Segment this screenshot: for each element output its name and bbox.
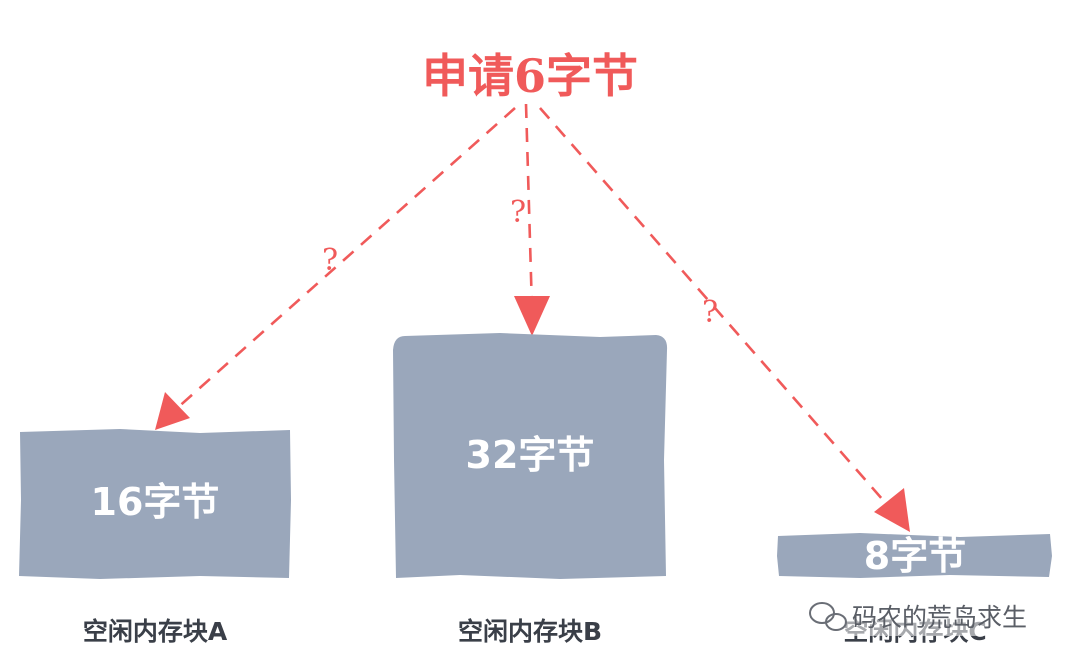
arrow-to-block-b [514, 103, 550, 336]
block-b-shape [393, 333, 668, 579]
question-mark-b: ? [510, 195, 526, 230]
arrowhead-a [155, 392, 190, 430]
wechat-icon [809, 602, 847, 631]
memory-block-c: 8字节 [777, 533, 1052, 578]
question-mark-c: ? [702, 295, 718, 330]
block-a-shape [19, 429, 291, 579]
block-a-caption: 空闲内存块A [83, 617, 228, 646]
memory-block-a: 16字节 [19, 429, 291, 579]
arrow-to-block-a [155, 107, 516, 430]
arrowhead-b [514, 296, 550, 336]
block-c-size-label: 8字节 [864, 534, 966, 578]
watermark-text: 码农的荒岛求生 [852, 603, 1027, 632]
block-b-caption: 空闲内存块B [458, 617, 602, 646]
block-a-size-label: 16字节 [91, 480, 220, 524]
request-title: 申请6字节 [422, 49, 638, 103]
memory-block-b: 32字节 [393, 333, 668, 579]
block-b-size-label: 32字节 [466, 433, 595, 477]
arrowhead-c [874, 488, 910, 532]
arrow-to-block-c [539, 107, 910, 532]
watermark: 码农的荒岛求生 [800, 596, 1040, 636]
block-c-shape [777, 533, 1052, 578]
question-mark-a: ? [322, 243, 338, 278]
